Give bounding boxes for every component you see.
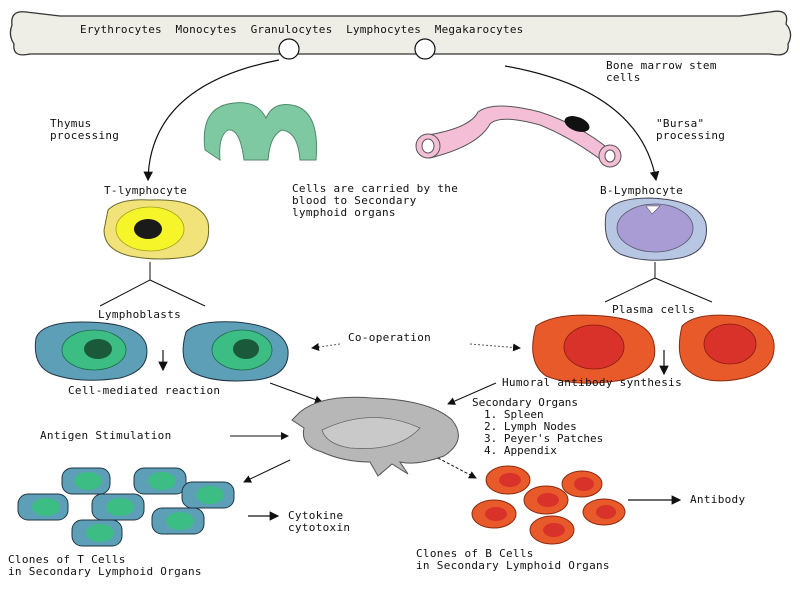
b-clones-label: Clones of B Cells in Secondary Lymphoid … [416,547,610,572]
arrow-to-b-clones [437,457,477,479]
b-clone-cell [582,498,626,526]
organ-item: 1. Spleen [484,408,544,421]
thymus-label: Thymus processing [50,117,120,142]
humoral-label: Humoral antibody synthesis [502,376,682,389]
t-clone-cell [61,467,111,495]
secondary-organ [291,396,459,477]
carried-note: Cells are carried by the blood to Second… [292,182,459,219]
stem-cells-label: Bone marrow stem cells [606,59,717,84]
bursa-label: "Bursa" processing [656,117,726,142]
arrow-to-t-clones [243,459,291,483]
lymphoblast-cell-1 [34,321,148,381]
lymphoblasts-label: Lymphoblasts [98,308,182,321]
cooperation-label: Co-operation [348,331,432,344]
secondary-organs-list: Secondary Organs 1. Spleen 2. Lymph Node… [472,397,603,457]
t-branch-lines [99,262,206,307]
antigen-label: Antigen Stimulation [40,429,172,442]
t-clone-cells [17,467,235,547]
b-clone-cell [529,515,575,545]
t-clone-cell [133,467,187,495]
t-clones-label: Clones of T Cells in Secondary Lymphoid … [8,553,202,578]
b-lymphocyte-label: B-Lymphocyte [600,184,684,197]
t-clone-cell [91,493,145,521]
plasma-cell-1 [532,314,656,384]
plasma-cell-2 [678,314,775,382]
cooperation-arrow-right [469,343,521,352]
t-clone-cell [181,481,235,509]
stem-cell-left [278,38,300,60]
cytokine-label: Cytokine cytotoxin [288,509,351,534]
b-clone-cell [485,465,531,495]
t-clone-cell [17,493,69,521]
arrow-to-thymus [143,59,280,182]
b-clone-cell [561,470,603,498]
bone-cell-types: Erythrocytes Monocytes Granulocytes Lymp… [80,23,524,36]
stem-cell-right [414,38,436,60]
b-branch-lines [604,262,713,303]
b-lymphocyte-cell [604,197,707,261]
arrow-cell-mediated-to-organ [269,382,323,404]
t-lymphocyte-label: T-lymphocyte [104,184,188,197]
bursa-organ [415,105,622,168]
t-lymphocyte-cell [103,199,210,260]
lymphoblast-cell-2 [182,321,289,382]
t-clone-cell [151,507,205,535]
t-clone-cell [71,519,123,547]
organ-item: 3. Peyer's Patches [484,432,604,445]
b-clone-cell [523,485,569,515]
cooperation-arrow-left [311,343,341,351]
arrow-humoral-to-organ [447,382,497,405]
thymus-organ [203,102,318,161]
arrow-to-bursa [504,65,660,182]
secondary-organs-title: Secondary Organs [472,396,578,409]
bone-shape [9,10,792,60]
b-clone-cells [471,465,626,545]
plasma-cells-label: Plasma cells [612,303,696,316]
b-clone-cell [471,499,517,529]
organ-item: 2. Lymph Nodes [484,420,577,433]
antibody-label: Antibody [690,493,746,506]
organ-item: 4. Appendix [484,444,557,457]
cell-mediated-label: Cell-mediated reaction [68,384,221,397]
